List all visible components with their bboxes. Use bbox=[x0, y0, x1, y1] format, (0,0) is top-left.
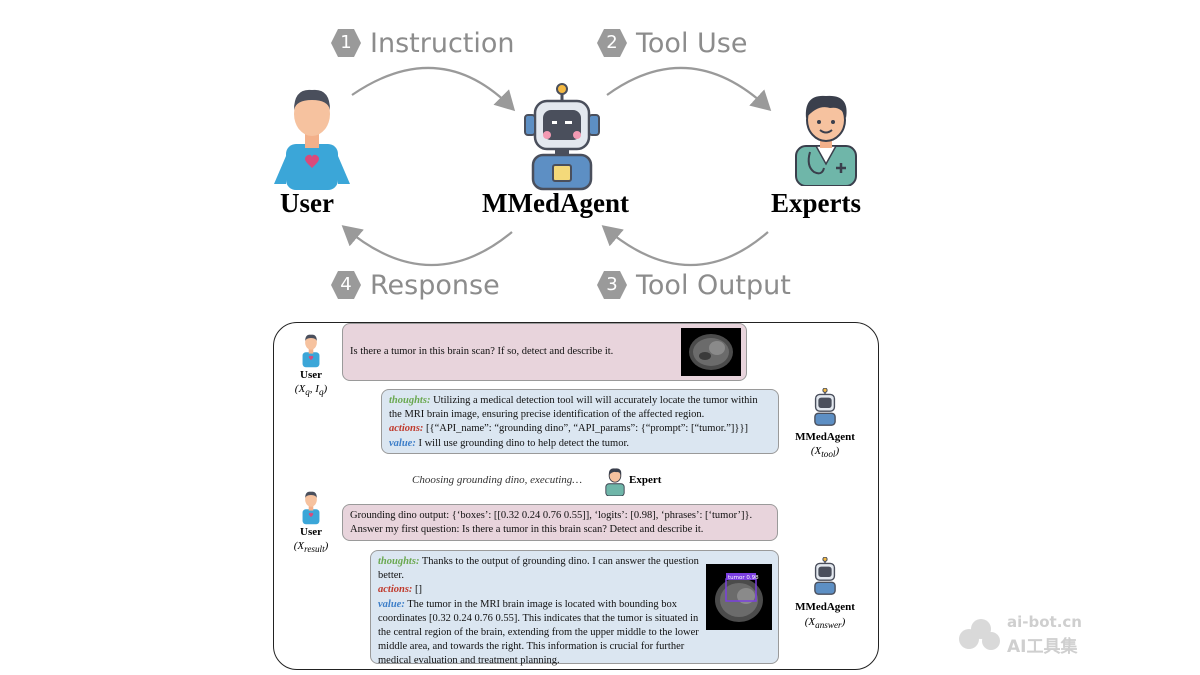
detection-box-label: tumor 0.98 bbox=[728, 575, 759, 581]
agent-answer-bubble: thoughts: Thanks to the output of ground… bbox=[370, 550, 779, 666]
agent-answer-variable: (Xanswer) bbox=[804, 616, 846, 631]
agent-label: MMedAgent bbox=[795, 431, 855, 443]
step-number-hexagon-icon: 4 bbox=[330, 269, 362, 301]
step-number-hexagon-icon: 2 bbox=[596, 27, 628, 59]
watermark: ai-bot.cn AI工具集 bbox=[955, 613, 1115, 657]
arrow-tool-use bbox=[606, 66, 772, 112]
user-question-bubble: Is there a tumor in this brain scan? If … bbox=[342, 323, 747, 381]
watermark-logo-icon bbox=[959, 619, 1000, 650]
cycle-arrows bbox=[341, 66, 772, 267]
robot-agent-icon bbox=[524, 83, 600, 191]
step-label: Tool Output bbox=[636, 269, 791, 301]
user-input-variable: (Xq, Iq) bbox=[294, 383, 328, 398]
brain-mri-thumbnail bbox=[681, 328, 741, 376]
arrow-instruction bbox=[351, 66, 516, 112]
step-response: 4 Response bbox=[330, 269, 500, 301]
user-label: User bbox=[300, 369, 322, 381]
step-number-hexagon-icon: 3 bbox=[596, 269, 628, 301]
node-experts-label: Experts bbox=[771, 188, 861, 218]
step-tool-use: 2 Tool Use bbox=[596, 27, 747, 59]
node-agent-label: MMedAgent bbox=[482, 188, 629, 218]
expert-status-text: Choosing grounding dino, executing… bbox=[412, 474, 583, 486]
agent-label: MMedAgent bbox=[795, 601, 855, 613]
watermark-domain: ai-bot.cn bbox=[1007, 613, 1082, 631]
agent-tool-text: thoughts: Utilizing a medical detection … bbox=[389, 395, 758, 449]
brain-mri-detection-thumbnail: tumor 0.98 bbox=[706, 564, 772, 630]
agent-answer-text: thoughts: Thanks to the output of ground… bbox=[378, 556, 699, 667]
expert-doctor-icon bbox=[795, 95, 857, 186]
user-avatar-icon bbox=[302, 491, 320, 525]
user-result-line2: Answer my first question: Is there a tum… bbox=[350, 524, 704, 536]
step-label: Tool Use bbox=[636, 27, 748, 59]
user-question-text: Is there a tumor in this brain scan? If … bbox=[350, 346, 614, 357]
step-label: Response bbox=[370, 269, 500, 301]
watermark-title: AI工具集 bbox=[1007, 637, 1078, 657]
step-label: Instruction bbox=[370, 27, 515, 59]
step-tool-output: 3 Tool Output bbox=[596, 269, 791, 301]
arrow-response bbox=[341, 225, 513, 267]
step-number-hexagon-icon: 1 bbox=[330, 27, 362, 59]
user-result-variable: (Xresult) bbox=[293, 540, 329, 555]
agent-tool-bubble: thoughts: Utilizing a medical detection … bbox=[381, 389, 779, 454]
arrow-tool-output bbox=[601, 225, 769, 267]
user-avatar-icon bbox=[302, 334, 320, 368]
expert-label: Expert bbox=[629, 474, 662, 486]
robot-agent-icon bbox=[814, 557, 836, 595]
user-result-bubble: Grounding dino output: {‘boxes’: [[0.32 … bbox=[342, 504, 778, 541]
expert-doctor-icon bbox=[605, 468, 625, 496]
node-user-label: User bbox=[280, 188, 334, 218]
user-avatar-icon bbox=[274, 89, 350, 190]
step-instruction: 1 Instruction bbox=[330, 27, 515, 59]
robot-agent-icon bbox=[814, 388, 836, 426]
user-result-line1: Grounding dino output: {‘boxes’: [[0.32 … bbox=[350, 510, 753, 521]
agent-tool-variable: (Xtool) bbox=[810, 445, 840, 460]
user-label: User bbox=[300, 526, 322, 538]
